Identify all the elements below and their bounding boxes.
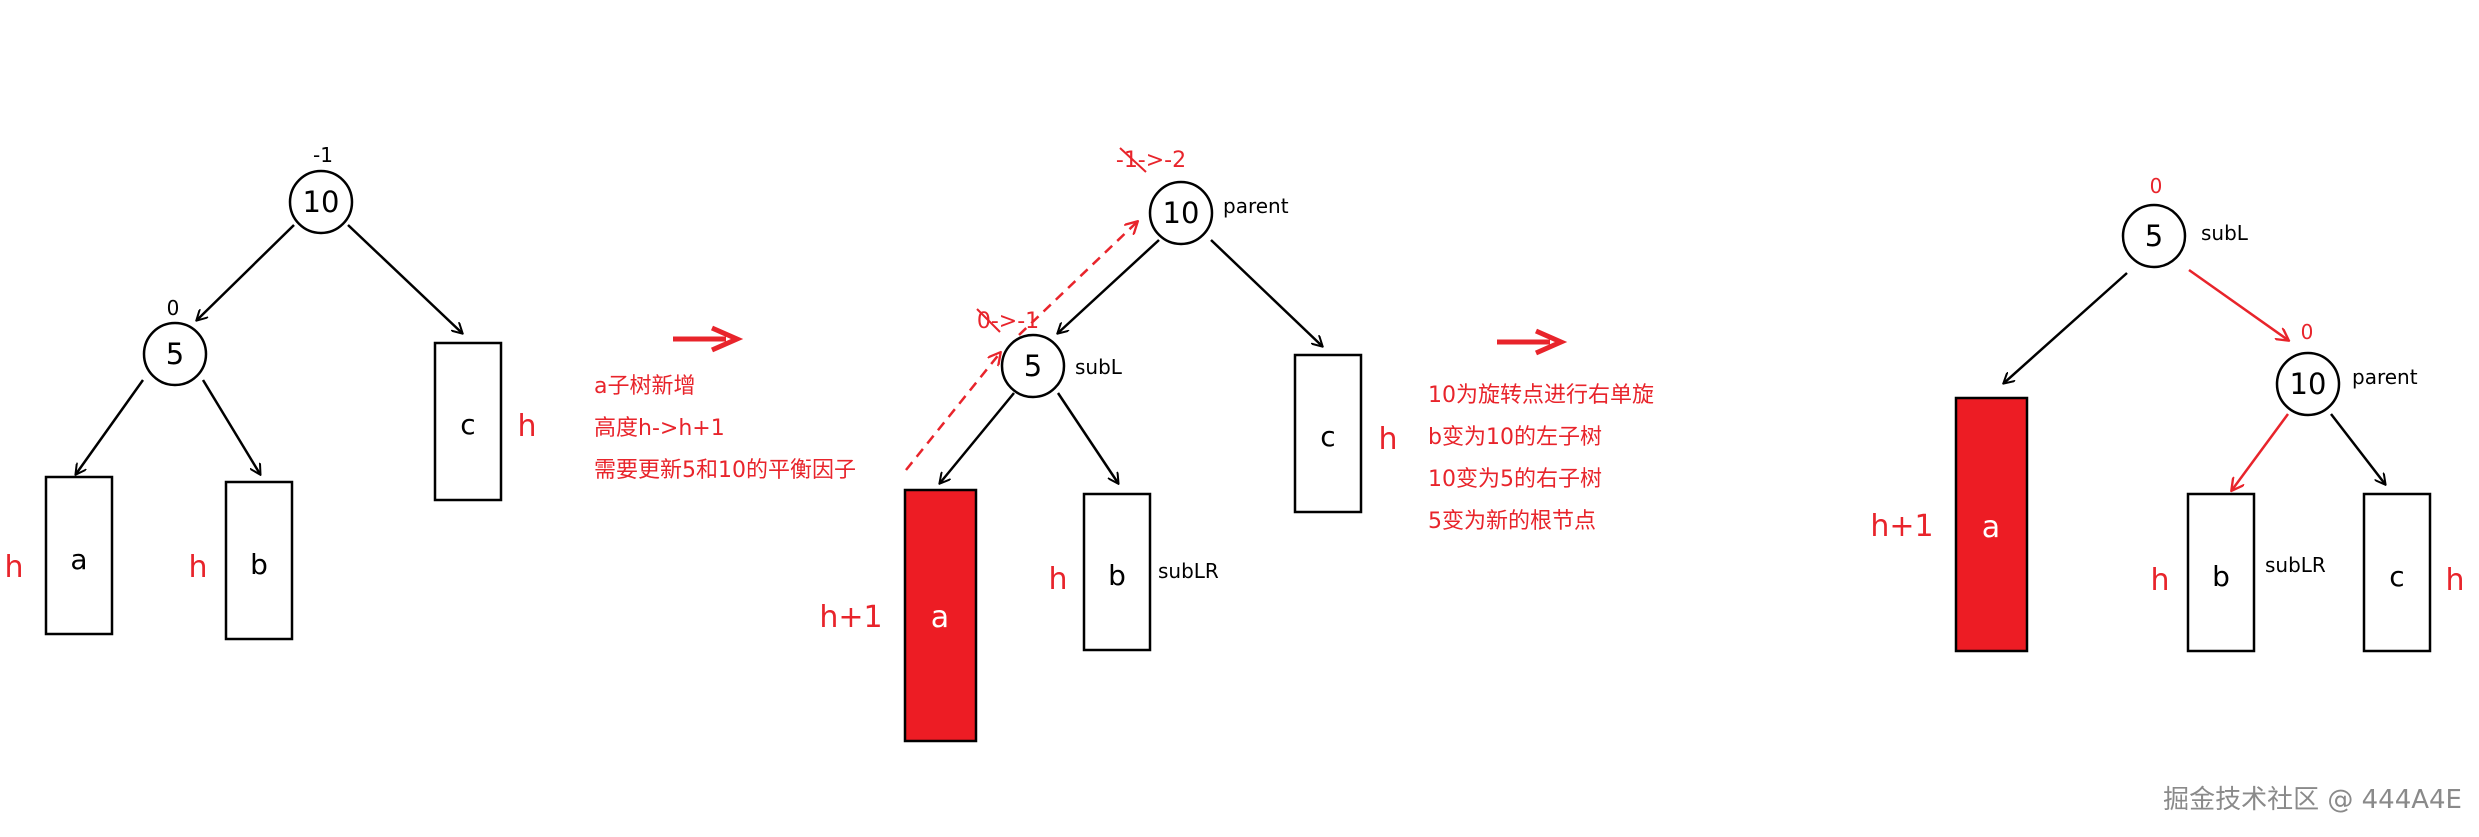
edge-5-to-a [940,392,1015,483]
subtree-a [903,488,978,743]
update-path-5-to-10 [1018,222,1137,336]
height-c: h [1378,422,1397,457]
edge-10-to-b [2232,413,2290,490]
subtree-b [224,480,294,641]
subtree-b-label: b [250,548,268,581]
node-10 [288,169,354,235]
height-a: h+1 [1870,509,1933,544]
node-5-label: 5 [2145,219,2163,253]
root-balance-factor: 0 [2150,174,2163,198]
node-10-label: 10 [2290,367,2327,401]
subtree-c-label: c [460,408,475,441]
node-10-label: 10 [1163,196,1200,230]
edge-5-to-10 [2188,268,2288,340]
note-2-line-4: 5变为新的根节点 [1428,509,1596,534]
note-2-line-1: 10为旋转点进行右单旋 [1428,383,1654,408]
subtree-a-label: a [70,543,87,576]
sublr-tag: subLR [1158,559,1219,583]
bf-strike-root [1119,147,1147,173]
watermark: 掘金技术社区 @ 444A4E [2163,785,2462,815]
edge-10-to-c [2330,413,2385,484]
height-a: h [4,550,23,585]
node-10 [2275,351,2341,417]
edge-5-to-a [2004,272,2128,383]
edge-5-to-b [1056,392,1118,483]
height-b: h [2150,563,2169,598]
edge-10-to-c [1210,239,1322,346]
parent-tag: parent [2352,365,2418,389]
subtree-c [1293,353,1363,514]
subtree-c [433,341,503,502]
edge-10-to-5 [197,224,295,320]
note-2-line-2: b变为10的左子树 [1428,425,1602,450]
subl-tag: subL [1075,355,1123,379]
node-5-label: 5 [1024,349,1042,383]
height-b: h [1048,562,1067,597]
notes-rotation: 10为旋转点进行右单旋 b变为10的左子树 10变为5的右子树 5变为新的根节点 [1428,383,1654,534]
note-1-line-1: a子树新增 [594,374,695,399]
subtree-a [1954,396,2029,653]
panel-middle: -1->-2 10 parent 0->-1 5 subL a b subLR … [819,147,1398,743]
edge-5-to-b [201,379,260,474]
subl-tag: subL [2201,221,2249,245]
root-balance-factor: -1->-2 [1116,148,1186,173]
bf-strike-5 [976,308,1001,333]
subtree-c [2362,492,2432,653]
height-a: h+1 [819,600,882,635]
node-5 [142,321,208,387]
subtree-a-label: a [931,600,949,635]
notes-insertion: a子树新增 高度h->h+1 需要更新5和10的平衡因子 [594,374,856,483]
node-5 [2121,203,2187,269]
subtree-b-label: b [1108,559,1126,592]
height-c: h [517,409,536,444]
sublr-tag: subLR [2265,553,2326,577]
subtree-b-label: b [2212,560,2230,593]
panel-after: 0 5 subL 0 10 parent a b subLR c h+1 h h [1870,174,2465,653]
node-5-label: 5 [166,337,184,371]
edge-10-to-c [347,224,462,333]
note-1-line-2: 高度h->h+1 [594,416,725,441]
node-10 [1148,180,1214,246]
panel-before: -1 10 0 5 a b c h h h [4,143,537,641]
node-5 [1000,333,1066,399]
note-1-line-3: 需要更新5和10的平衡因子 [594,458,856,483]
node-10-balance-factor: 0 [2301,320,2314,344]
transition-arrow-1: → [673,325,744,353]
node-10-label: 10 [303,185,340,219]
subtree-c-label: c [2389,560,2404,593]
subtree-a-label: a [1982,510,2000,545]
height-c: h [2445,563,2464,598]
subtree-b [2186,492,2256,653]
subtree-b [1082,492,1152,652]
transition-arrow-2: → [1497,328,1568,356]
note-2-line-3: 10变为5的右子树 [1428,467,1602,492]
parent-tag: parent [1223,194,1289,218]
subtree-c-label: c [1320,420,1335,453]
node-5-balance-factor: 0->-1 [977,309,1039,334]
edge-5-to-a [76,379,145,474]
update-path-a-to-5 [905,353,1000,471]
edge-10-to-5 [1058,239,1160,333]
subtree-a [44,475,114,636]
root-balance-factor: -1 [313,143,333,167]
height-b: h [188,550,207,585]
node-5-balance-factor: 0 [167,296,180,320]
